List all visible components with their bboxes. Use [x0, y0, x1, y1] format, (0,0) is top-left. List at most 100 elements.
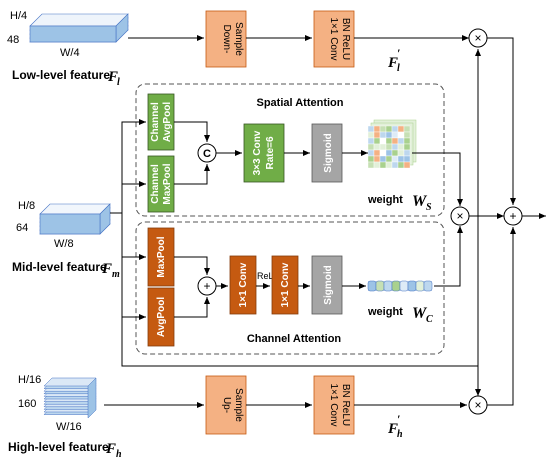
mid-level-feature-stack: [39, 203, 111, 235]
spatial-sigmoid-label: Sigmoid: [323, 133, 334, 172]
low-feature-symbol: F: [107, 69, 118, 85]
mid-feature-subscript: m: [112, 269, 120, 280]
channel-sigmoid-block: [311, 255, 343, 315]
spatial-weight-label: weight: [367, 194, 403, 206]
downsample-label-2: Sample: [233, 22, 244, 56]
high-conv-label-2: BN ReLU: [340, 384, 351, 426]
upsample-block: [205, 375, 247, 435]
spatial-sigmoid-block: [311, 123, 343, 183]
channel-weight-label: weight: [367, 306, 403, 318]
spatial-attention-title: Spatial Attention: [257, 97, 344, 109]
low-output-subscript: l: [397, 63, 400, 74]
spatial-weight-cell: [379, 143, 387, 151]
channel-weight-cell: [383, 280, 393, 292]
multiply-bottom-icon: [468, 395, 488, 415]
spatial-weight-cell: [373, 125, 381, 133]
channel-avgpool-block: [147, 93, 175, 151]
spatial-weight-cell: [367, 143, 375, 151]
high-conv-label-1: 1×1 Conv: [328, 383, 339, 426]
high-c-label: 160: [18, 398, 36, 410]
channel-weight-vector: [367, 280, 433, 292]
spatial-weight-cell: [397, 131, 405, 139]
spatial-weight-cell: [391, 149, 399, 157]
spatial-weight-cell: [403, 155, 411, 163]
spatial-weight-cell: [403, 125, 411, 133]
spatial-weight-cell: [379, 155, 387, 163]
spatial-weight-cell: [379, 131, 387, 139]
spatial-weight-cell: [373, 131, 381, 139]
low-conv-label-2: BN ReLU: [340, 18, 351, 60]
channel-conv2-label: 1×1 Conv: [280, 262, 291, 307]
spatial-weight-cell: [391, 155, 399, 163]
channel-conv1-label: 1×1 Conv: [238, 262, 249, 307]
atrous-conv-block: [243, 123, 285, 183]
low-output-prime: ′: [397, 46, 400, 60]
spatial-weight-cell: [385, 137, 393, 145]
spatial-weight-cell: [373, 149, 381, 157]
spatial-weight-cell: [385, 131, 393, 139]
spatial-weight-cell: [385, 161, 393, 169]
spatial-weight-cell: [391, 161, 399, 169]
spatial-weight-cell: [403, 143, 411, 151]
channel-weight-cell: [367, 280, 377, 292]
channel-weight-cell: [423, 280, 433, 292]
spatial-weight-cell: [367, 155, 375, 163]
upsample-label-1: Up-: [221, 397, 232, 413]
high-level-feature-label: High-level feature: [8, 440, 109, 454]
high-output-subscript: h: [397, 429, 403, 440]
maxpool-label: MaxPool: [156, 236, 167, 277]
high-output-symbol: F: [387, 421, 398, 437]
spatial-weight-cell: [367, 161, 375, 169]
channel-maxpool-block: [147, 155, 175, 213]
high-feature-subscript: h: [116, 449, 122, 459]
channel-avgpool-label-2: AvgPool: [162, 102, 173, 142]
spatial-weight-cell: [403, 131, 411, 139]
spatial-weight-cell: [385, 149, 393, 157]
avgpool-block: [147, 287, 175, 347]
spatial-weight-cell: [373, 137, 381, 145]
spatial-weight-cell: [403, 161, 411, 169]
low-feature-subscript: l: [117, 77, 120, 88]
channel-attention-panel: [135, 221, 445, 355]
low-c-label: 48: [7, 34, 19, 46]
channel-weight-cell: [415, 280, 425, 292]
spatial-weight-cell: [397, 161, 405, 169]
spatial-weight-cell: [397, 149, 405, 157]
channel-avgpool-label-1: Channel: [150, 102, 161, 142]
channel-weight-subscript: C: [426, 314, 433, 325]
high-level-feature-stack: [43, 377, 97, 419]
spatial-weight-cell: [373, 155, 381, 163]
low-conv-label-1: 1×1 Conv: [328, 17, 339, 60]
spatial-weight-cell: [397, 137, 405, 145]
multiply-top-symbol: ×: [474, 31, 481, 45]
high-h-label: H/16: [18, 374, 41, 386]
spatial-attention-panel: [135, 83, 445, 217]
mid-feature-symbol: F: [101, 261, 112, 277]
mid-level-feature-label: Mid-level feature: [12, 260, 107, 274]
spatial-weight-cell: [397, 143, 405, 151]
high-feature-symbol: F: [105, 441, 116, 457]
channel-weight-symbol: W: [412, 305, 428, 322]
channel-weight-cell: [391, 280, 401, 292]
spatial-weight-cell: [403, 149, 411, 157]
spatial-weight-cell: [379, 125, 387, 133]
relu-label: ReLU: [257, 271, 280, 281]
low-conv-block: [313, 10, 355, 68]
mid-w-label: W/8: [54, 238, 74, 250]
channel-conv1-block: [229, 255, 257, 315]
channel-maxpool-label-1: Channel: [150, 164, 161, 204]
low-level-feature-stack: [29, 13, 129, 43]
spatial-weight-symbol: W: [412, 193, 428, 210]
high-output-prime: ′: [397, 412, 400, 426]
spatial-weight-cell: [385, 125, 393, 133]
spatial-weight-cell: [391, 143, 399, 151]
spatial-weight-cell: [379, 161, 387, 169]
spatial-weight-cell: [385, 143, 393, 151]
low-h-label: H/4: [10, 10, 27, 22]
channel-add-symbol: +: [203, 279, 210, 293]
spatial-weight-cell: [385, 155, 393, 163]
downsample-block: [205, 10, 247, 68]
spatial-weight-cell: [367, 125, 375, 133]
spatial-weight-subscript: S: [426, 202, 432, 213]
downsample-label-1: Down-: [221, 25, 232, 54]
